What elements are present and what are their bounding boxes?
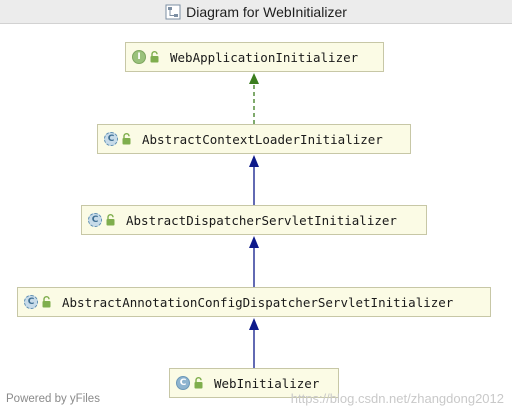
lock-icon [122, 133, 131, 145]
lock-icon [150, 51, 159, 63]
title-bar: Diagram for WebInitializer [0, 0, 512, 24]
edge-extends-1-arrowhead [249, 155, 259, 167]
node-web-initializer[interactable]: C WebInitializer [169, 368, 339, 398]
abstract-class-icon: C [24, 295, 38, 309]
interface-icon: I [132, 50, 146, 64]
window-title: Diagram for WebInitializer [186, 4, 347, 20]
watermark: https://blog.csdn.net/zhangdong2012 [290, 391, 504, 406]
edges-layer [249, 73, 259, 368]
powered-by-label: Powered by yFiles [6, 393, 100, 405]
node-label: AbstractContextLoaderInitializer [142, 131, 383, 147]
abstract-class-icon: C [104, 132, 118, 146]
class-icon: C [176, 376, 190, 390]
lock-icon [194, 377, 203, 389]
node-label: AbstractAnnotationConfigDispatcherServle… [62, 294, 454, 310]
edge-implements-arrowhead [249, 73, 259, 84]
node-abstract-context-loader-initializer[interactable]: C AbstractContextLoaderInitializer [97, 124, 411, 154]
edge-extends-3-arrowhead [249, 318, 259, 330]
diagram-canvas: I WebApplicationInitializer C AbstractCo… [0, 25, 512, 418]
node-abstract-annotation-config-dispatcher-servlet-initializer[interactable]: C AbstractAnnotationConfigDispatcherServ… [17, 287, 491, 317]
node-abstract-dispatcher-servlet-initializer[interactable]: C AbstractDispatcherServletInitializer [81, 205, 427, 235]
lock-icon [42, 296, 51, 308]
edge-extends-2-arrowhead [249, 236, 259, 248]
class-diagram-icon [165, 4, 181, 20]
node-web-application-initializer[interactable]: I WebApplicationInitializer [125, 42, 384, 72]
lock-icon [106, 214, 115, 226]
node-label: AbstractDispatcherServletInitializer [126, 212, 397, 228]
abstract-class-icon: C [88, 213, 102, 227]
node-label: WebInitializer [214, 375, 320, 391]
node-label: WebApplicationInitializer [170, 49, 359, 65]
